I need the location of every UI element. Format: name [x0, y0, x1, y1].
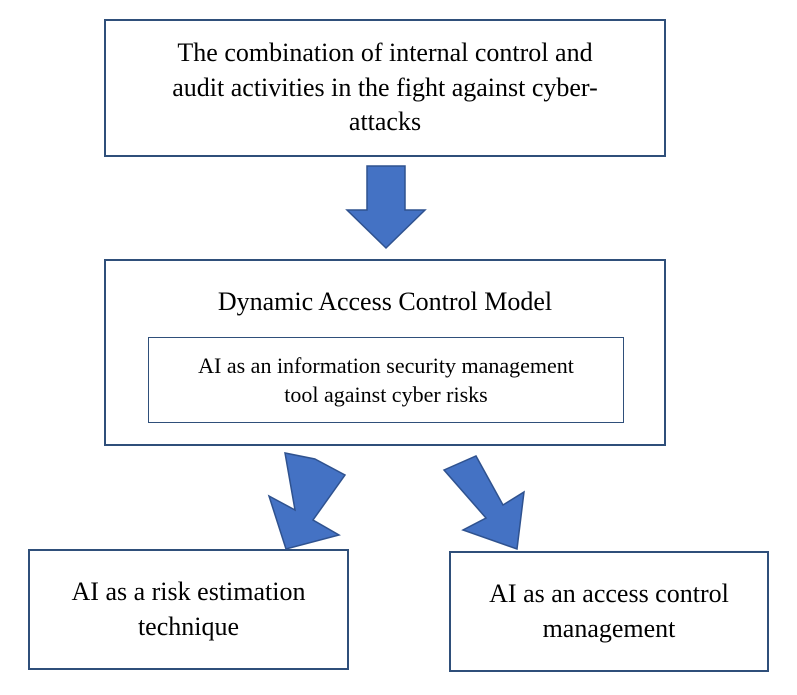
left-box: AI as a risk estimation technique	[28, 549, 349, 670]
right-box: AI as an access control management	[449, 551, 769, 672]
right-box-text: AI as an access control management	[489, 578, 729, 643]
arrow-down-right-icon	[442, 455, 525, 551]
top-box-text: The combination of internal control and …	[172, 38, 598, 137]
left-box-text: AI as a risk estimation technique	[71, 576, 306, 641]
top-box: The combination of internal control and …	[104, 19, 666, 157]
arrow-down-icon	[345, 165, 427, 250]
inner-box: AI as an information security management…	[148, 337, 624, 423]
arrow-down-left-icon	[267, 452, 347, 550]
middle-box-title: Dynamic Access Control Model	[217, 287, 553, 316]
inner-box-text: AI as an information security management…	[198, 352, 574, 407]
middle-box: Dynamic Access Control Model AI as an in…	[104, 259, 666, 446]
